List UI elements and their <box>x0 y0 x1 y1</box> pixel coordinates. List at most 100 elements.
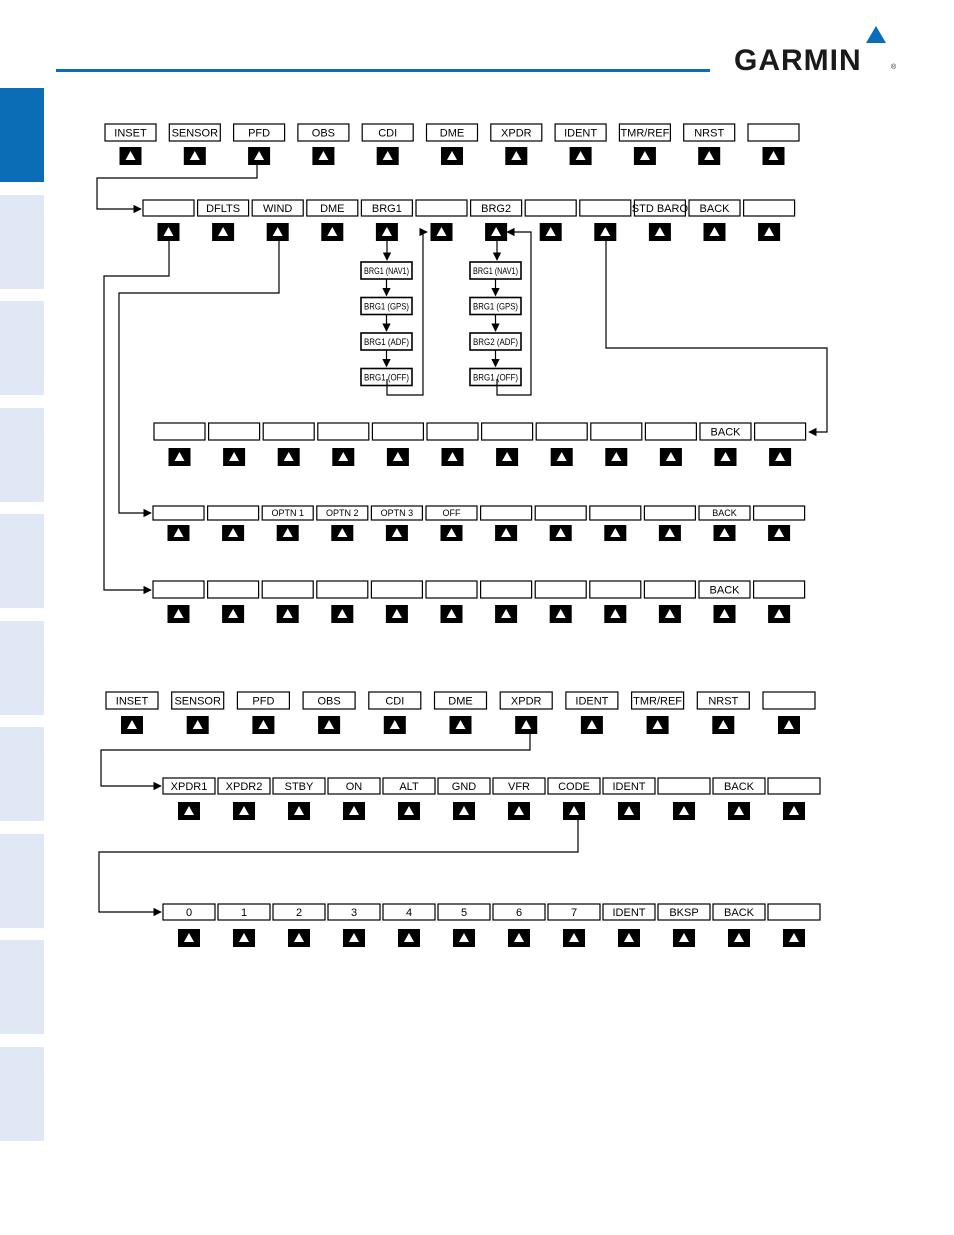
softkey-button-2[interactable] <box>222 605 245 623</box>
softkey-blank-7[interactable] <box>481 422 534 441</box>
softkey-button-4[interactable] <box>312 147 335 165</box>
softkey-blank-1[interactable] <box>142 199 195 217</box>
softkey-button-2[interactable] <box>222 525 245 541</box>
softkey-cdi-5[interactable]: CDI <box>368 691 422 710</box>
softkey-button-1[interactable] <box>121 716 143 734</box>
softkey-button-10[interactable] <box>648 223 671 241</box>
softkey-back-11[interactable]: BACK <box>699 422 752 441</box>
softkey-pfd-3[interactable]: PFD <box>236 691 290 710</box>
softkey-off-6[interactable]: OFF <box>425 505 478 521</box>
softkey-optn-2-4[interactable]: OPTN 2 <box>316 505 369 521</box>
softkey-button-1[interactable] <box>167 525 190 541</box>
softkey-5-6[interactable]: 5 <box>437 903 491 921</box>
softkey-button-4[interactable] <box>321 223 344 241</box>
softkey-button-9[interactable] <box>605 448 628 466</box>
softkey-tmr-ref-9[interactable]: TMR/REF <box>618 123 672 142</box>
softkey-dme-6[interactable]: DME <box>433 691 488 710</box>
softkey-button-12[interactable] <box>758 223 781 241</box>
softkey-button-2[interactable] <box>183 147 206 165</box>
softkey-button-6[interactable] <box>453 802 475 820</box>
softkey-blank-12[interactable] <box>752 580 806 599</box>
softkey-code-8[interactable]: CODE <box>547 777 601 795</box>
softkey-button-10[interactable] <box>673 802 695 820</box>
softkey-button-10[interactable] <box>658 605 681 623</box>
softkey-button-5[interactable] <box>375 223 398 241</box>
softkey-blank-12[interactable] <box>753 422 807 441</box>
softkey-blank-8[interactable] <box>534 580 587 599</box>
softkey-vfr-7[interactable]: VFR <box>492 777 546 795</box>
softkey-4-5[interactable]: 4 <box>382 903 436 921</box>
section-tab-6[interactable] <box>0 620 44 715</box>
softkey-button-3[interactable] <box>288 802 310 820</box>
softkey-button-6[interactable] <box>440 525 463 541</box>
softkey-blank-8[interactable] <box>534 505 587 521</box>
softkey-blank-5[interactable] <box>370 580 423 599</box>
softkey-1-2[interactable]: 1 <box>217 903 271 921</box>
softkey-nrst-10[interactable]: NRST <box>696 691 750 710</box>
softkey-blank-11[interactable] <box>762 691 816 710</box>
softkey-button-10[interactable] <box>698 147 721 165</box>
softkey-button-5[interactable] <box>386 448 409 466</box>
softkey-blank-6[interactable] <box>425 580 478 599</box>
softkey-xpdr-7[interactable]: XPDR <box>490 123 543 142</box>
softkey-optn-3-5[interactable]: OPTN 3 <box>370 505 423 521</box>
softkey-optn-1-3[interactable]: OPTN 1 <box>261 505 314 521</box>
softkey-back-11[interactable]: BACK <box>712 903 766 921</box>
section-tab-10[interactable] <box>0 1046 44 1141</box>
softkey-dme-4[interactable]: DME <box>306 199 359 217</box>
softkey-blank-11[interactable] <box>747 123 800 142</box>
softkey-button-5[interactable] <box>398 802 420 820</box>
section-tab-2[interactable] <box>0 194 44 289</box>
section-tab-3[interactable] <box>0 301 44 395</box>
softkey-blank-4[interactable] <box>316 580 369 599</box>
softkey-stby-3[interactable]: STBY <box>272 777 326 795</box>
softkey-button-5[interactable] <box>383 716 406 734</box>
softkey-button-7[interactable] <box>508 929 530 947</box>
softkey-blank-1[interactable] <box>152 505 205 521</box>
softkey-button-9[interactable] <box>646 716 669 734</box>
softkey-button-12[interactable] <box>768 605 791 623</box>
softkey-button-1[interactable] <box>178 929 200 947</box>
option-brg1-nav1[interactable]: BRG1 (NAV1) <box>360 261 413 280</box>
softkey-button-8[interactable] <box>549 605 572 623</box>
softkey-button-8[interactable] <box>580 716 603 734</box>
softkey-button-11[interactable] <box>713 605 736 623</box>
softkey-blank-1[interactable] <box>153 422 206 441</box>
softkey-3-4[interactable]: 3 <box>327 903 381 921</box>
softkey-button-9[interactable] <box>604 605 627 623</box>
softkey-button-3[interactable] <box>276 525 299 541</box>
softkey-blank-10[interactable] <box>643 580 697 599</box>
softkey-button-5[interactable] <box>385 525 408 541</box>
section-tab-9[interactable] <box>0 940 44 1034</box>
softkey-blank-12[interactable] <box>742 199 796 217</box>
softkey-dflts-2[interactable]: DFLTS <box>197 199 250 217</box>
softkey-button-9[interactable] <box>594 223 617 241</box>
softkey-button-5[interactable] <box>376 147 399 165</box>
softkey-button-3[interactable] <box>252 716 275 734</box>
softkey-button-11[interactable] <box>703 223 726 241</box>
softkey-button-2[interactable] <box>223 448 246 466</box>
softkey-button-7[interactable] <box>508 802 530 820</box>
softkey-button-4[interactable] <box>331 525 354 541</box>
softkey-button-1[interactable] <box>167 605 190 623</box>
softkey-button-1[interactable] <box>178 802 200 820</box>
softkey-button-4[interactable] <box>332 448 355 466</box>
softkey-blank-10[interactable] <box>643 505 697 521</box>
softkey-ident-8[interactable]: IDENT <box>554 123 607 142</box>
softkey-ident-9[interactable]: IDENT <box>602 777 656 795</box>
softkey-button-8[interactable] <box>569 147 592 165</box>
option-brg1-off[interactable]: BRG1 (OFF) <box>469 367 522 387</box>
softkey-2-3[interactable]: 2 <box>272 903 326 921</box>
softkey-tmr-ref-9[interactable]: TMR/REF <box>630 691 685 710</box>
softkey-blank-3[interactable] <box>262 422 315 441</box>
softkey-blank-8[interactable] <box>535 422 588 441</box>
softkey-button-3[interactable] <box>288 929 310 947</box>
softkey-button-7[interactable] <box>496 448 519 466</box>
softkey-0-1[interactable]: 0 <box>162 903 216 921</box>
softkey-nrst-10[interactable]: NRST <box>683 123 736 142</box>
softkey-inset-1[interactable]: INSET <box>105 691 159 710</box>
softkey-xpdr2-2[interactable]: XPDR2 <box>217 777 271 795</box>
section-tab-1[interactable] <box>0 88 44 182</box>
softkey-wind-3[interactable]: WIND <box>251 199 304 217</box>
softkey-button-11[interactable] <box>728 802 750 820</box>
